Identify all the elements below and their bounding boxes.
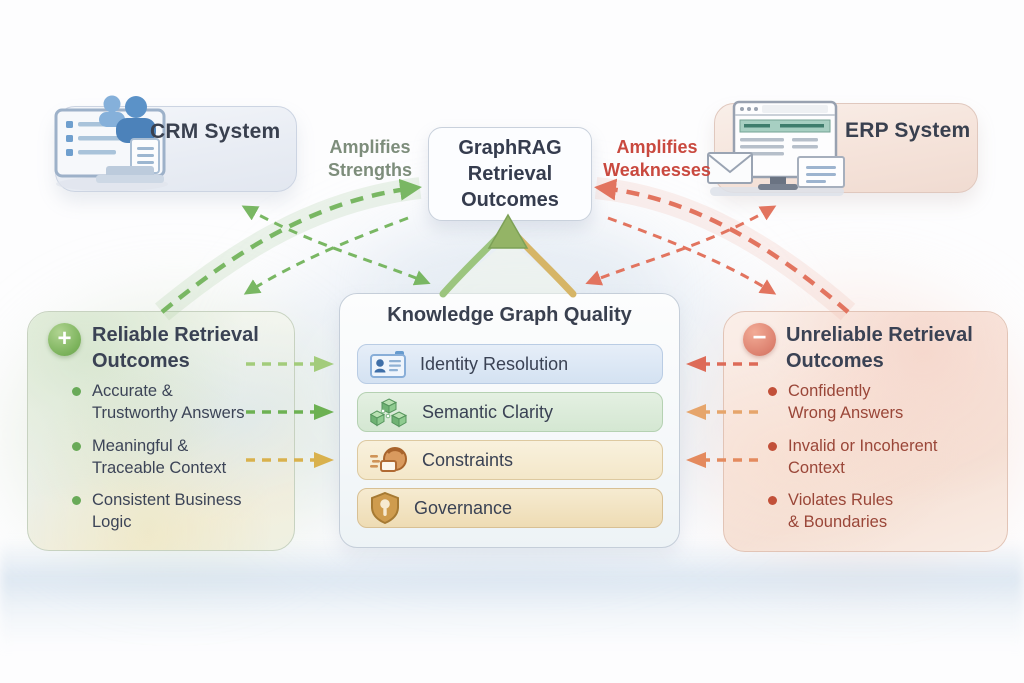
merge-arrow-left-swoosh — [439, 229, 506, 298]
bullet-dot-icon — [768, 387, 777, 396]
bullet-dot-icon — [768, 496, 777, 505]
graphrag-unreliable-arrow — [607, 216, 777, 295]
kgq-item-governance: Governance — [357, 488, 663, 528]
crm-icon — [54, 95, 168, 191]
reliable-outcomes-panel: Reliable Retrieval Outcomes Accurate &Tr… — [27, 311, 295, 551]
kgq-item-label: Identity Resolution — [420, 353, 569, 374]
unreliable-title: Unreliable Retrieval Outcomes — [786, 324, 973, 372]
crm-kgq-arrow — [241, 205, 431, 286]
graphrag-label: GraphRAG Retrieval Outcomes — [458, 137, 562, 211]
kgq-title: Knowledge Graph Quality — [387, 304, 632, 326]
bullet-dot-icon — [72, 496, 81, 505]
graphrag-reliable-arrow — [243, 216, 409, 295]
kgq-item-label: Constraints — [422, 449, 514, 470]
erp-kgq-arrow — [585, 205, 777, 286]
minus-circle-icon — [743, 323, 776, 356]
plus-circle-icon — [48, 323, 81, 356]
arrow-head — [686, 404, 706, 420]
bullet-dot-icon — [768, 442, 777, 451]
reliable-bullet: Accurate &Trustworthy Answers — [72, 380, 282, 424]
merge-arrow-right-swoosh — [510, 229, 577, 298]
unreliable-outcomes-panel: Unreliable Retrieval Outcomes Confidentl… — [723, 311, 1008, 552]
graphrag-node: GraphRAG Retrieval Outcomes — [428, 127, 592, 221]
linked-cubes-icon — [370, 397, 408, 427]
kgq-item-identity-resolution: Identity Resolution — [357, 344, 663, 384]
kgq-item-semantic-clarity: Semantic Clarity — [357, 392, 663, 432]
crm-system-label: CRM System — [150, 120, 281, 143]
arrow-head — [314, 356, 334, 372]
arrow-head — [686, 356, 706, 372]
erp-icon — [707, 100, 845, 196]
kgq-item-constraints: Constraints — [357, 440, 663, 480]
erp-system-label: ERP System — [845, 119, 971, 142]
lock-icon — [370, 447, 407, 472]
amplifies-weaknesses-label: Amplifies Weaknesses — [603, 137, 711, 180]
watercolor-wash — [0, 540, 1024, 650]
bullet-dot-icon — [72, 442, 81, 451]
knowledge-graph-quality-panel: Knowledge Graph Quality Identity Resolut… — [339, 293, 680, 548]
reliable-title: Reliable Retrieval Outcomes — [92, 324, 259, 372]
arrow-head — [314, 404, 334, 420]
reliable-bullet: Meaningful &Traceable Context — [72, 435, 282, 479]
amplifies-strengths-label: Amplifies Strengths — [327, 137, 412, 180]
kgq-item-label: Semantic Clarity — [422, 401, 554, 422]
unreliable-bullet: Violates Rules& Boundaries — [768, 489, 988, 533]
merge-arrow-fill — [443, 240, 573, 294]
arrow-head — [314, 452, 334, 468]
id-card-icon — [370, 350, 406, 378]
bullet-dot-icon — [72, 387, 81, 396]
kgq-item-label: Governance — [414, 497, 513, 518]
shield-key-icon — [371, 492, 399, 524]
arrow-head — [686, 452, 706, 468]
